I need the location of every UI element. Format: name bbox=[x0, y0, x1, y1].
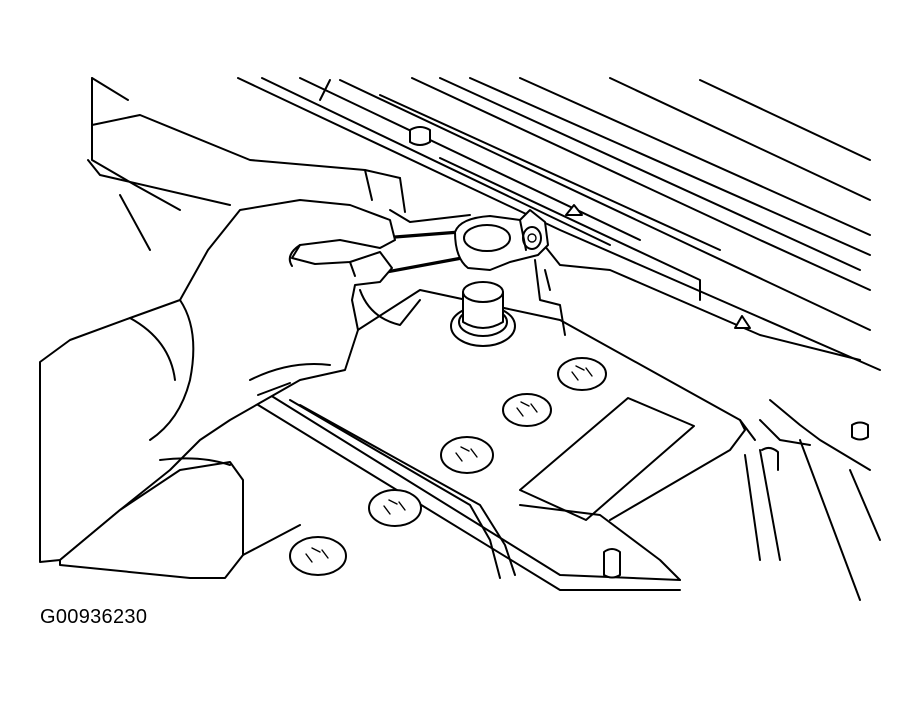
engine-bay-panels bbox=[87, 77, 881, 601]
hand bbox=[39, 199, 396, 563]
lower-left-block bbox=[59, 457, 301, 579]
battery-terminal-post bbox=[450, 281, 516, 347]
battery-indicator-window bbox=[519, 397, 695, 521]
battery bbox=[249, 259, 779, 591]
figure-id-label: G00936230 bbox=[40, 606, 148, 628]
vent-caps bbox=[289, 357, 607, 576]
terminal-clamp bbox=[359, 209, 549, 326]
